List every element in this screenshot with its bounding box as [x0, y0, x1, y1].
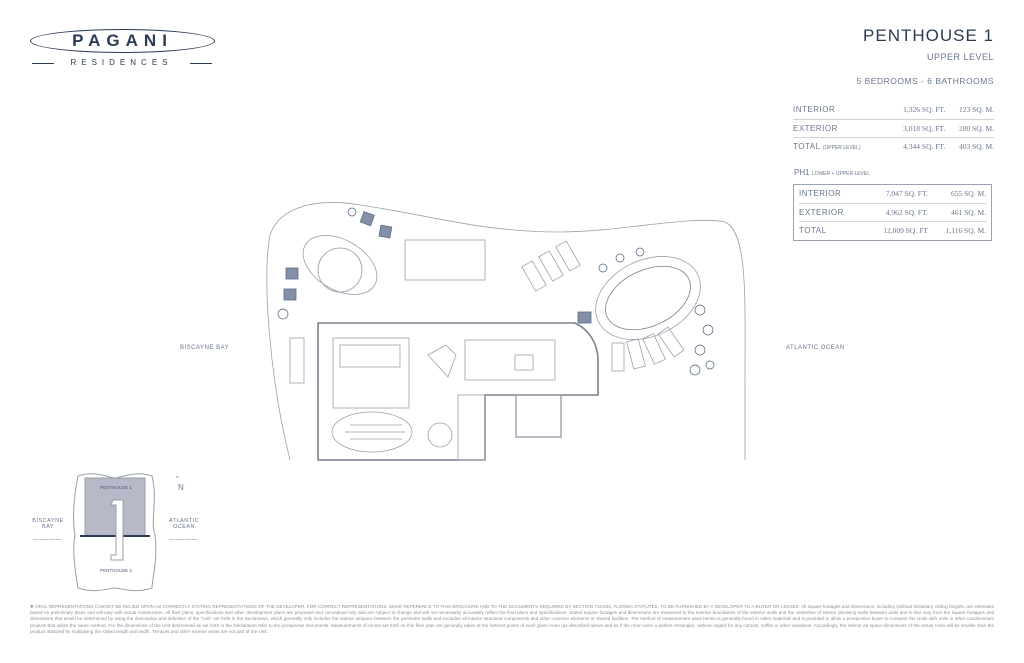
- sqm: 123 SQ. M.: [945, 101, 994, 120]
- keyplan-outline: [73, 473, 157, 592]
- ph1-heading: PH1 LOWER + UPPER LEVEL: [794, 168, 870, 177]
- row-label: INTERIOR: [793, 101, 887, 120]
- pool-deck: [595, 256, 701, 340]
- west-label: BISCAYNE BAY: [180, 345, 230, 351]
- legal-disclaimer: ✱ ORAL REPRESENTATIONS CANNOT BE RELIED …: [30, 604, 994, 634]
- terrace-outline: [266, 202, 746, 461]
- coffee-table: [514, 354, 534, 371]
- sqft: 3,018 SQ. FT.: [886, 119, 946, 138]
- row-label: EXTERIOR: [793, 119, 887, 138]
- sqm: 280 SQ. M.: [945, 119, 994, 138]
- sqft: 4,962 SQ. FT.: [863, 203, 928, 222]
- sofa-area: [332, 337, 410, 409]
- north-label: N: [178, 483, 185, 492]
- logo-rule: [190, 63, 212, 64]
- sun-loungers: [521, 240, 685, 372]
- row-label: INTERIOR: [799, 185, 864, 204]
- pool: [605, 265, 691, 331]
- keyplan-ph1-label: PENTHOUSE 1: [100, 485, 132, 490]
- row-label: EXTERIOR: [799, 203, 864, 222]
- outdoor-kitchen: [404, 239, 486, 281]
- table-row: TOTAL (UPPER LEVEL) 4,344 SQ. FT. 403 SQ. …: [793, 138, 994, 156]
- sqm: 461 SQ. M.: [927, 203, 986, 222]
- lounge-chairs: [283, 211, 592, 324]
- bathroom: [457, 394, 486, 461]
- row-label: TOTAL: [799, 226, 827, 236]
- stair-treads: [345, 424, 405, 440]
- key-plan: [73, 473, 157, 592]
- spa: [317, 247, 363, 293]
- water-icon: ∼∼∼∼∼: [32, 535, 61, 544]
- level-label: UPPER LEVEL: [926, 52, 994, 62]
- logo-rule: [32, 63, 54, 64]
- row-note: (UPPER LEVEL): [822, 145, 861, 152]
- sqft: 4,344 SQ. FT.: [903, 142, 946, 152]
- water-icon: ∼∼∼∼∼: [168, 535, 197, 544]
- round-table: [427, 422, 453, 448]
- sqft: 1,326 SQ. FT.: [886, 101, 946, 120]
- east-label: ATLANTIC OCEAN: [786, 345, 845, 351]
- keyplan-ph2-label: PENTHOUSE 2: [100, 568, 132, 573]
- core: [110, 499, 124, 561]
- sqm: 655 SQ. M.: [927, 185, 986, 204]
- piano: [427, 344, 457, 378]
- table-row: TOTAL 12,009 SQ. FT 1,116 SQ. M.: [799, 222, 986, 240]
- elevator-lobby: [515, 394, 562, 438]
- ph1-title: PH1: [794, 168, 810, 177]
- dining-table: [289, 337, 305, 384]
- planters: [277, 207, 715, 376]
- staircase: [331, 411, 413, 453]
- pagani-logo: PAGANI: [30, 29, 215, 53]
- row-label: TOTAL: [793, 142, 821, 152]
- bed-bath-count: 5 BEDROOMS - 6 BATHROOMS: [856, 76, 994, 86]
- sqft: 12,009 SQ. FT: [883, 226, 928, 236]
- spa-deck: [302, 235, 378, 295]
- sqft: 7,047 SQ. FT.: [863, 185, 928, 204]
- dining-area: [464, 339, 556, 381]
- sofa: [339, 344, 401, 368]
- page-title: PENTHOUSE 1: [863, 26, 994, 45]
- north-arrow-icon: ^: [176, 476, 180, 482]
- sqm: 1,116 SQ. M.: [945, 226, 986, 236]
- ph1-note: LOWER + UPPER LEVEL: [811, 171, 871, 177]
- logo-subtitle: RESIDENCES: [70, 58, 173, 67]
- sqm: 403 SQ. M.: [958, 142, 994, 152]
